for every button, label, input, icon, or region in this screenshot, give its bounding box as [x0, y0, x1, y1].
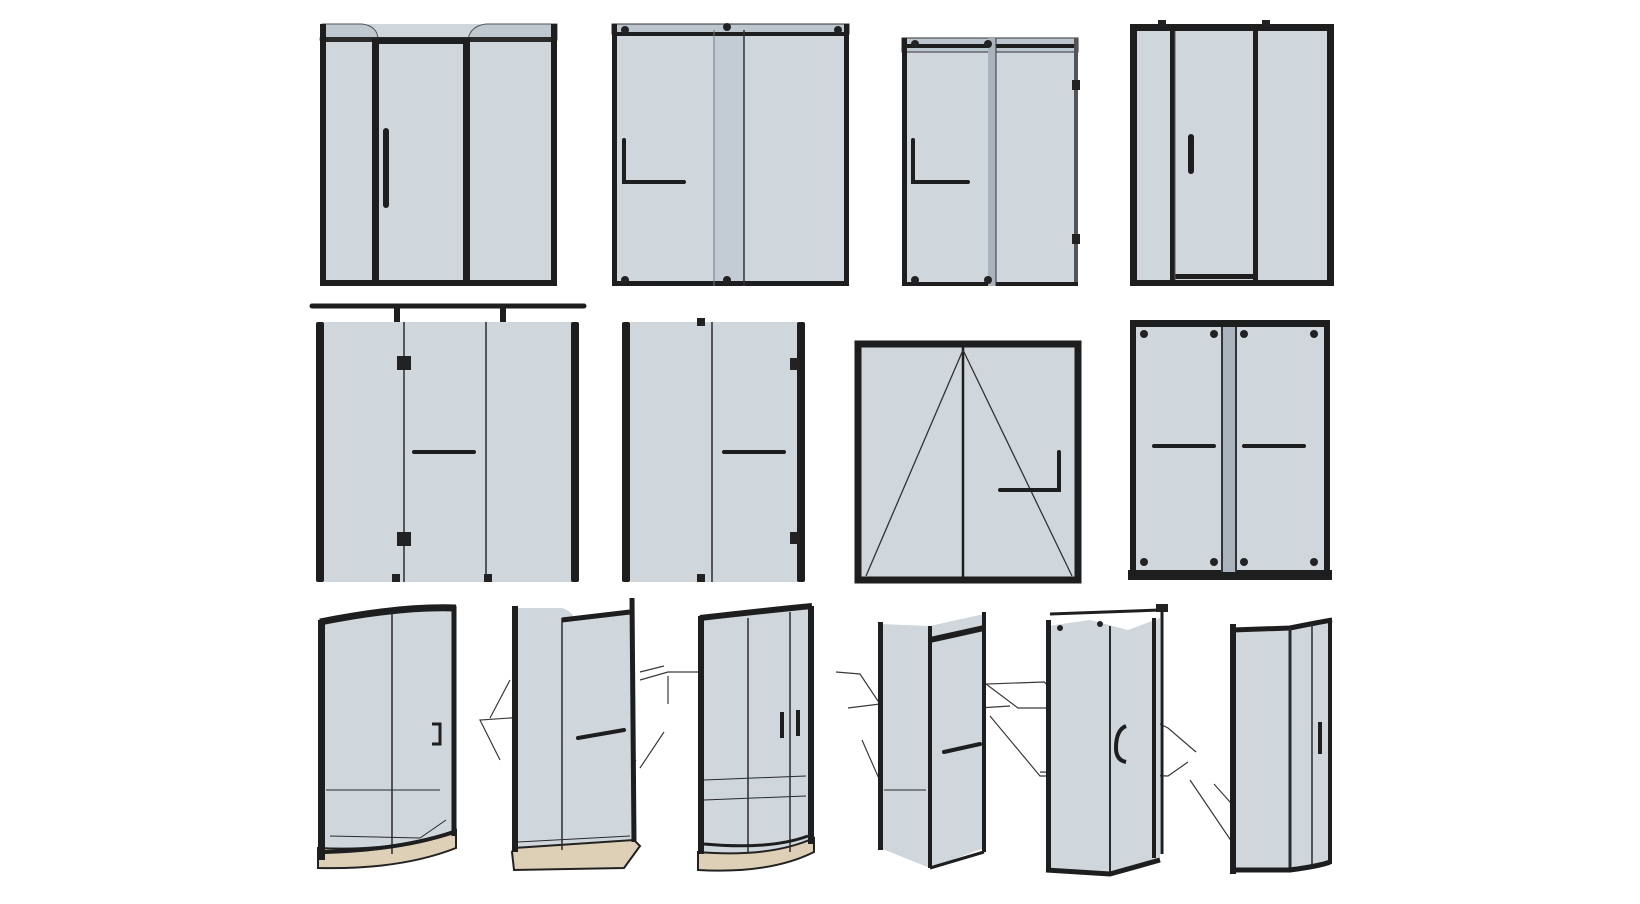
frameless-hinged-door: [622, 318, 805, 582]
rail-sliding-door: [309, 303, 587, 582]
sliding-door-wide-bar: [611, 23, 850, 286]
pentagon-enclosure: [1045, 604, 1168, 877]
corner-pivot-enclosure: [878, 612, 986, 870]
quadrant-enclosure: [697, 603, 815, 872]
double-sliding-door: [1128, 320, 1332, 580]
diamond-enclosure: [510, 597, 642, 872]
curved-enclosure: [317, 604, 457, 870]
swing-door-elevation: [854, 340, 1082, 584]
sliding-door-three-panel: [319, 23, 558, 286]
round-corner-enclosure: [1230, 617, 1333, 874]
pivot-door-narrow-frame: [1130, 20, 1334, 286]
hinged-door-with-fixed-panel: [901, 37, 1080, 286]
